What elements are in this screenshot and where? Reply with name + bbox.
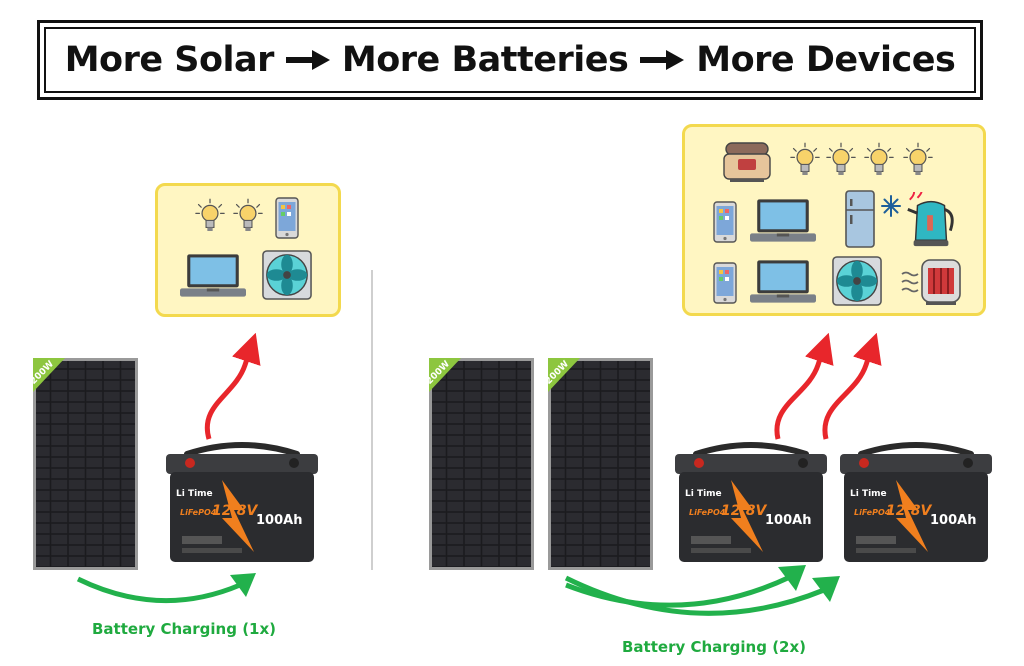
heater-icon bbox=[900, 258, 964, 306]
right-arrow-icon bbox=[640, 50, 685, 70]
kettle-icon bbox=[905, 192, 957, 248]
right-charging-caption: Battery Charging (2x) bbox=[622, 638, 807, 656]
fan-icon bbox=[262, 250, 312, 300]
battery-brand: Li Time bbox=[176, 489, 213, 499]
battery-voltage: 12.8V bbox=[721, 503, 767, 519]
solar-panel-icon bbox=[33, 358, 138, 570]
rice-cooker-icon bbox=[722, 141, 772, 183]
battery-chemistry: LiFePO4 bbox=[689, 508, 726, 517]
light-bulb-icon bbox=[864, 141, 894, 179]
battery-icon bbox=[671, 440, 831, 564]
battery-capacity: 100Ah bbox=[256, 513, 303, 528]
left-charging-caption: Battery Charging (1x) bbox=[92, 620, 277, 638]
light-bulb-icon bbox=[195, 197, 225, 235]
title-banner: More Solar More Batteries More Devices bbox=[37, 20, 983, 100]
output-arrow-red bbox=[822, 332, 882, 440]
output-arrow-red bbox=[774, 332, 834, 440]
charging-arrow-green bbox=[76, 573, 256, 604]
battery-voltage: 12.8V bbox=[886, 503, 932, 519]
smartphone-icon bbox=[275, 197, 299, 239]
laptop-icon bbox=[750, 197, 816, 245]
refrigerator-icon bbox=[845, 190, 905, 248]
battery-chemistry: LiFePO4 bbox=[854, 508, 891, 517]
fan-icon bbox=[832, 256, 882, 306]
charging-arrow-green bbox=[564, 575, 840, 616]
light-bulb-icon bbox=[233, 197, 263, 235]
right-arrow-icon bbox=[285, 50, 330, 70]
laptop-icon bbox=[180, 252, 246, 300]
battery-voltage: 12.8V bbox=[212, 503, 258, 519]
charging-arrow-green bbox=[565, 565, 806, 608]
title-more-solar: More Solar bbox=[64, 40, 275, 80]
solar-panel-icon bbox=[429, 358, 534, 570]
battery-capacity: 100Ah bbox=[930, 513, 977, 528]
smartphone-icon bbox=[713, 262, 737, 304]
solar-panel-icon bbox=[548, 358, 653, 570]
light-bulb-icon bbox=[790, 141, 820, 179]
battery-capacity: 100Ah bbox=[765, 513, 812, 528]
battery-brand: Li Time bbox=[685, 489, 722, 499]
light-bulb-icon bbox=[903, 141, 933, 179]
battery-brand: Li Time bbox=[850, 489, 887, 499]
battery-icon bbox=[162, 440, 322, 564]
output-arrow-red bbox=[204, 332, 261, 440]
section-divider bbox=[371, 270, 373, 570]
title-more-devices: More Devices bbox=[696, 40, 956, 80]
title-more-batteries: More Batteries bbox=[341, 40, 629, 80]
laptop-icon bbox=[750, 258, 816, 306]
battery-chemistry: LiFePO4 bbox=[180, 508, 217, 517]
smartphone-icon bbox=[713, 201, 737, 243]
battery-icon bbox=[836, 440, 996, 564]
light-bulb-icon bbox=[826, 141, 856, 179]
